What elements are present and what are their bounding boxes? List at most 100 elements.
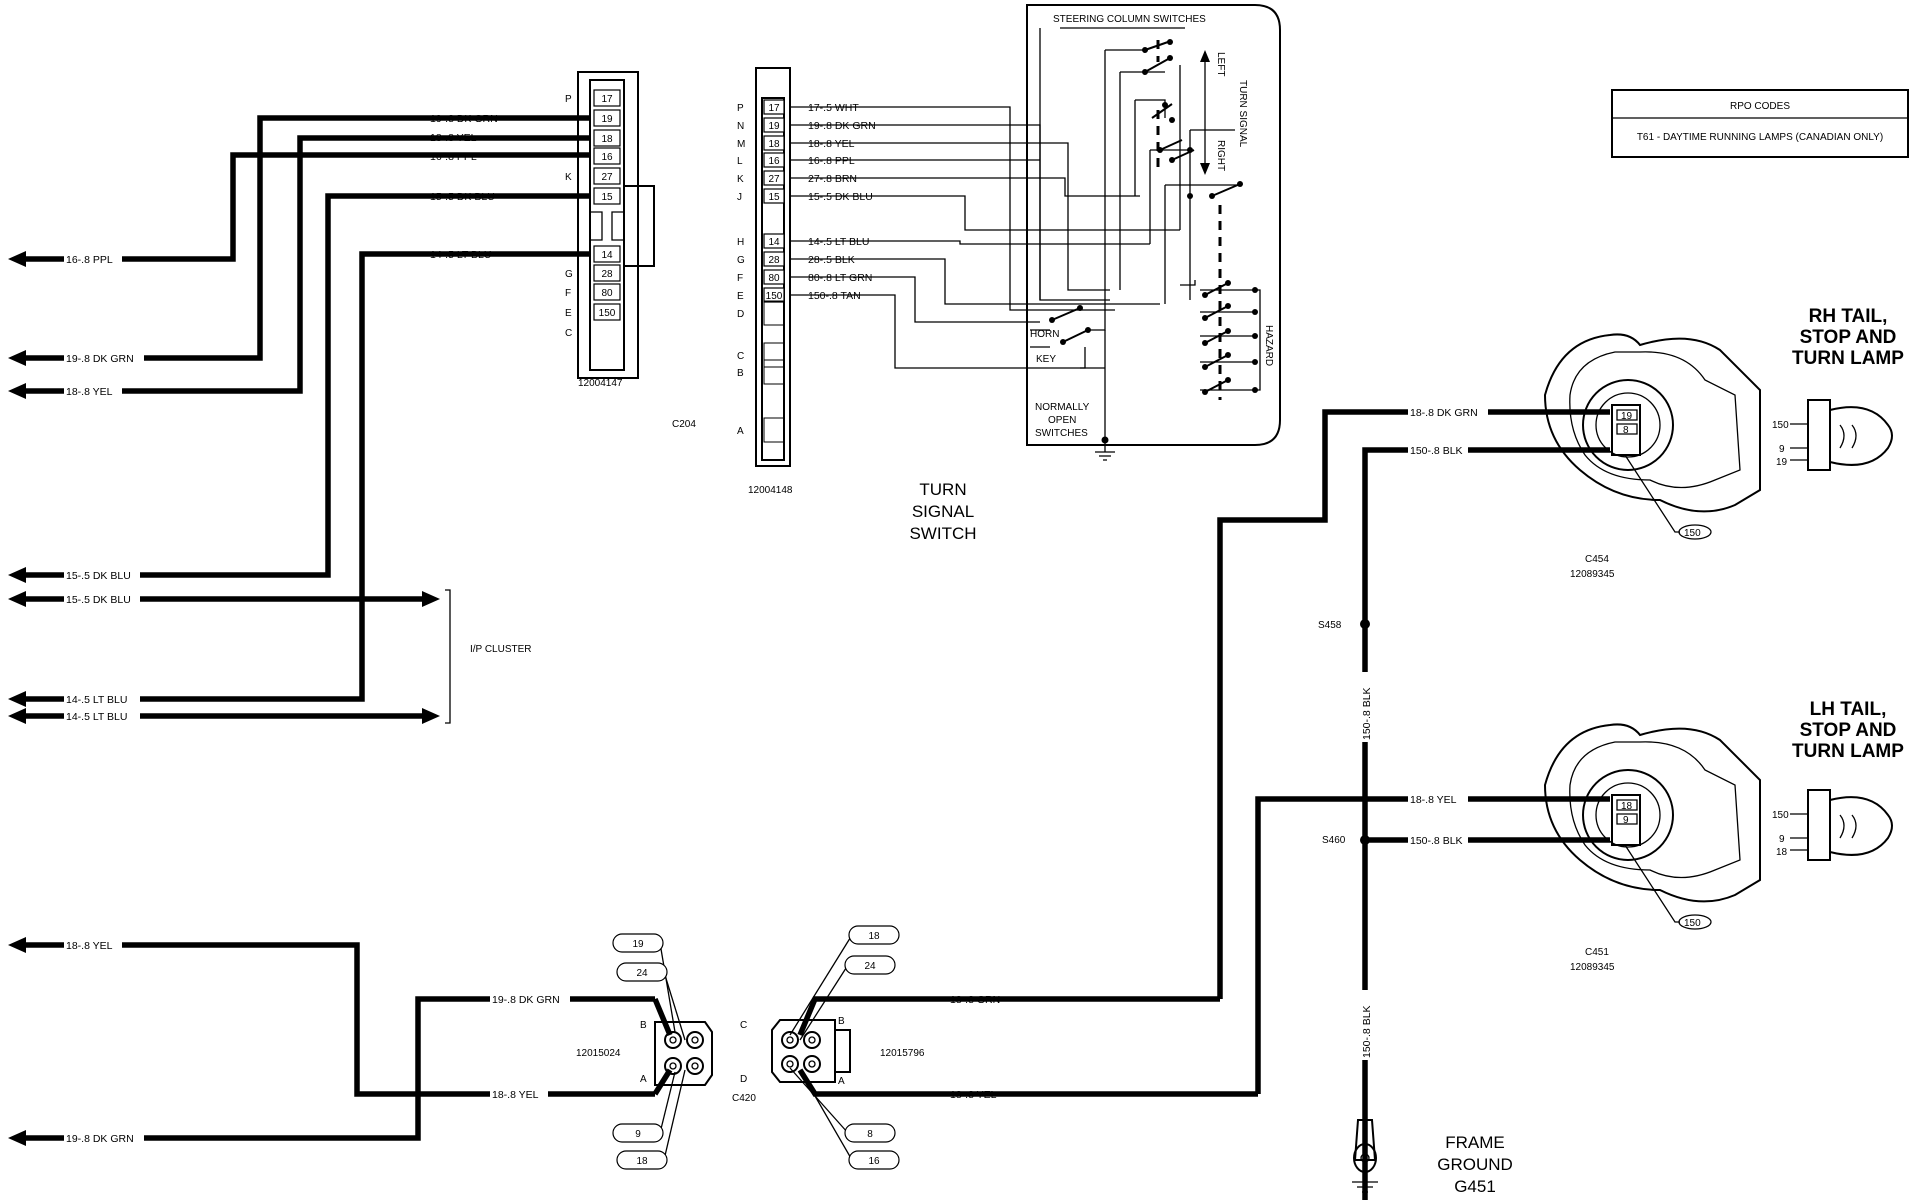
connector-part-number: 12089345 [1570,962,1615,973]
pin-cell [763,117,785,133]
connector-label: C451 [1585,947,1609,958]
svg-text:STOP AND: STOP AND [1800,327,1897,348]
pin-letter: C [740,1020,747,1031]
svg-text:TURN LAMP: TURN LAMP [1792,741,1904,762]
pin-cavity [763,417,785,443]
pin-letter: E [737,291,744,302]
pin-letter: A [640,1074,647,1085]
wire-label: 80-.8 LT GRN [808,272,872,284]
pin-letter: D [740,1074,747,1085]
wire-label: 150-.8 TAN [808,290,861,302]
left-harness-wires: 16-.8 PPL 19-.8 DK GRN 18-.8 YEL 15-.5 D… [8,115,655,1146]
wire-label: 16-.8 PPL [808,155,855,167]
rpo-codes-table: RPO CODES T61 - DAYTIME RUNNING LAMPS (C… [1611,89,1909,158]
wire-label: 15-.5 DK BLU [808,191,873,203]
pin-cell [593,264,621,282]
pin-cavity [763,300,785,326]
pin-cell [593,129,621,147]
pin-letter: B [640,1020,647,1031]
pin-number: 28 [768,255,780,266]
svg-text:SIGNAL: SIGNAL [912,502,974,521]
pin-cell [763,287,785,303]
callout-oval [844,955,896,975]
turn-signal-wires: 17-.5 WHT 19-.8 DK GRN 18-.8 YEL 16-.8 P… [790,102,1180,369]
callout-number: 19 [632,939,644,950]
arrow-icon [8,691,26,707]
splice-label: S458 [1318,620,1342,631]
connector-label: C454 [1585,554,1609,565]
wire-label: 18-.8 YEL [430,132,477,144]
horn-label: HORN [1030,329,1059,340]
wire-label: 19-.8 DK GRN [492,994,560,1006]
pin-cell [763,269,785,285]
splice-s460 [1360,835,1370,845]
pin-cell [593,167,621,185]
pin-cell [593,89,621,107]
plug-pin: 150 [1772,420,1789,431]
svg-text:GROUND: GROUND [1437,1155,1513,1174]
pin-letter: H [737,237,744,248]
wire-label: 15-.5 DK BLU [66,594,131,606]
callout-oval [612,933,664,953]
wire-label: 150-.8 BLK [1410,835,1463,847]
c204-label: C204 [672,419,696,430]
ip-cluster-label: I/P CLUSTER [470,644,532,655]
wire-label: 14-.5 LT BLU [66,711,127,723]
pin-cell [593,245,621,263]
pin-number: 14 [768,237,780,248]
wire-label: 27-.8 BRN [808,173,857,185]
rpo-row: T61 - DAYTIME RUNNING LAMPS (CANADIAN ON… [1637,132,1883,143]
pin-number: 17 [768,103,780,114]
lh-tail-lamp: 18 9 150 150 9 18 C451 12089345 LH TAIL,… [1543,699,1904,973]
plug-pin: 150 [1772,810,1789,821]
callout-leader [789,934,853,1036]
pin-number: 18 [1621,801,1633,812]
callout-number: 150 [1684,918,1701,929]
pin-cavity [763,359,785,385]
callout-leader [659,1071,676,1134]
splice-s458 [1360,619,1370,629]
key-label: KEY [1036,354,1056,365]
wire-label: 15-.5 DK BLU [66,570,131,582]
callout-leader [799,964,849,1041]
pin-letter: G [565,269,573,280]
arrow-icon [8,350,26,366]
pin-number: 18 [768,139,780,150]
wire-label: 14-.5 LT BLU [430,249,491,261]
pin-letter: N [737,121,744,132]
callout-oval [612,1123,664,1143]
wire-label: 19-.8 DK GRN [66,1133,134,1145]
pin-letter: K [565,172,572,183]
callout-oval [848,925,900,945]
pin-cell [763,251,785,267]
pin-letter: C [737,351,744,362]
splice-label: S460 [1322,835,1346,846]
pin-number: 19 [768,121,780,132]
pin-cell [593,109,621,127]
pin-letter: B [737,368,744,379]
callout-number: 16 [868,1156,880,1167]
turn-signal-switch-title: TURN SIGNAL SWITCH [909,480,976,543]
pin-cell [763,99,785,115]
callout-number: 150 [1684,528,1701,539]
rpo-header: RPO CODES [1730,101,1790,112]
callout-number: 18 [636,1156,648,1167]
arrow-icon [8,708,26,724]
pin-number: 80 [768,273,780,284]
wire-label: 19-.8 DK GRN [430,113,498,125]
svg-text:TURN LAMP: TURN LAMP [1792,348,1904,369]
wire-label: 19-.8 DK GRN [66,353,134,365]
pin-letter: L [737,156,743,167]
callout-leader [799,1069,853,1161]
callout-leader [663,971,686,1041]
pin-letter: M [737,139,745,150]
wire-label: 14-.5 LT BLU [66,694,127,706]
pin-letter: K [737,174,744,185]
pin-letter: A [737,426,744,437]
pin-number: 15 [768,192,780,203]
pin-letter: C [565,328,572,339]
pin-cell [763,233,785,249]
arrow-icon [8,591,26,607]
pin-cell [593,187,621,205]
